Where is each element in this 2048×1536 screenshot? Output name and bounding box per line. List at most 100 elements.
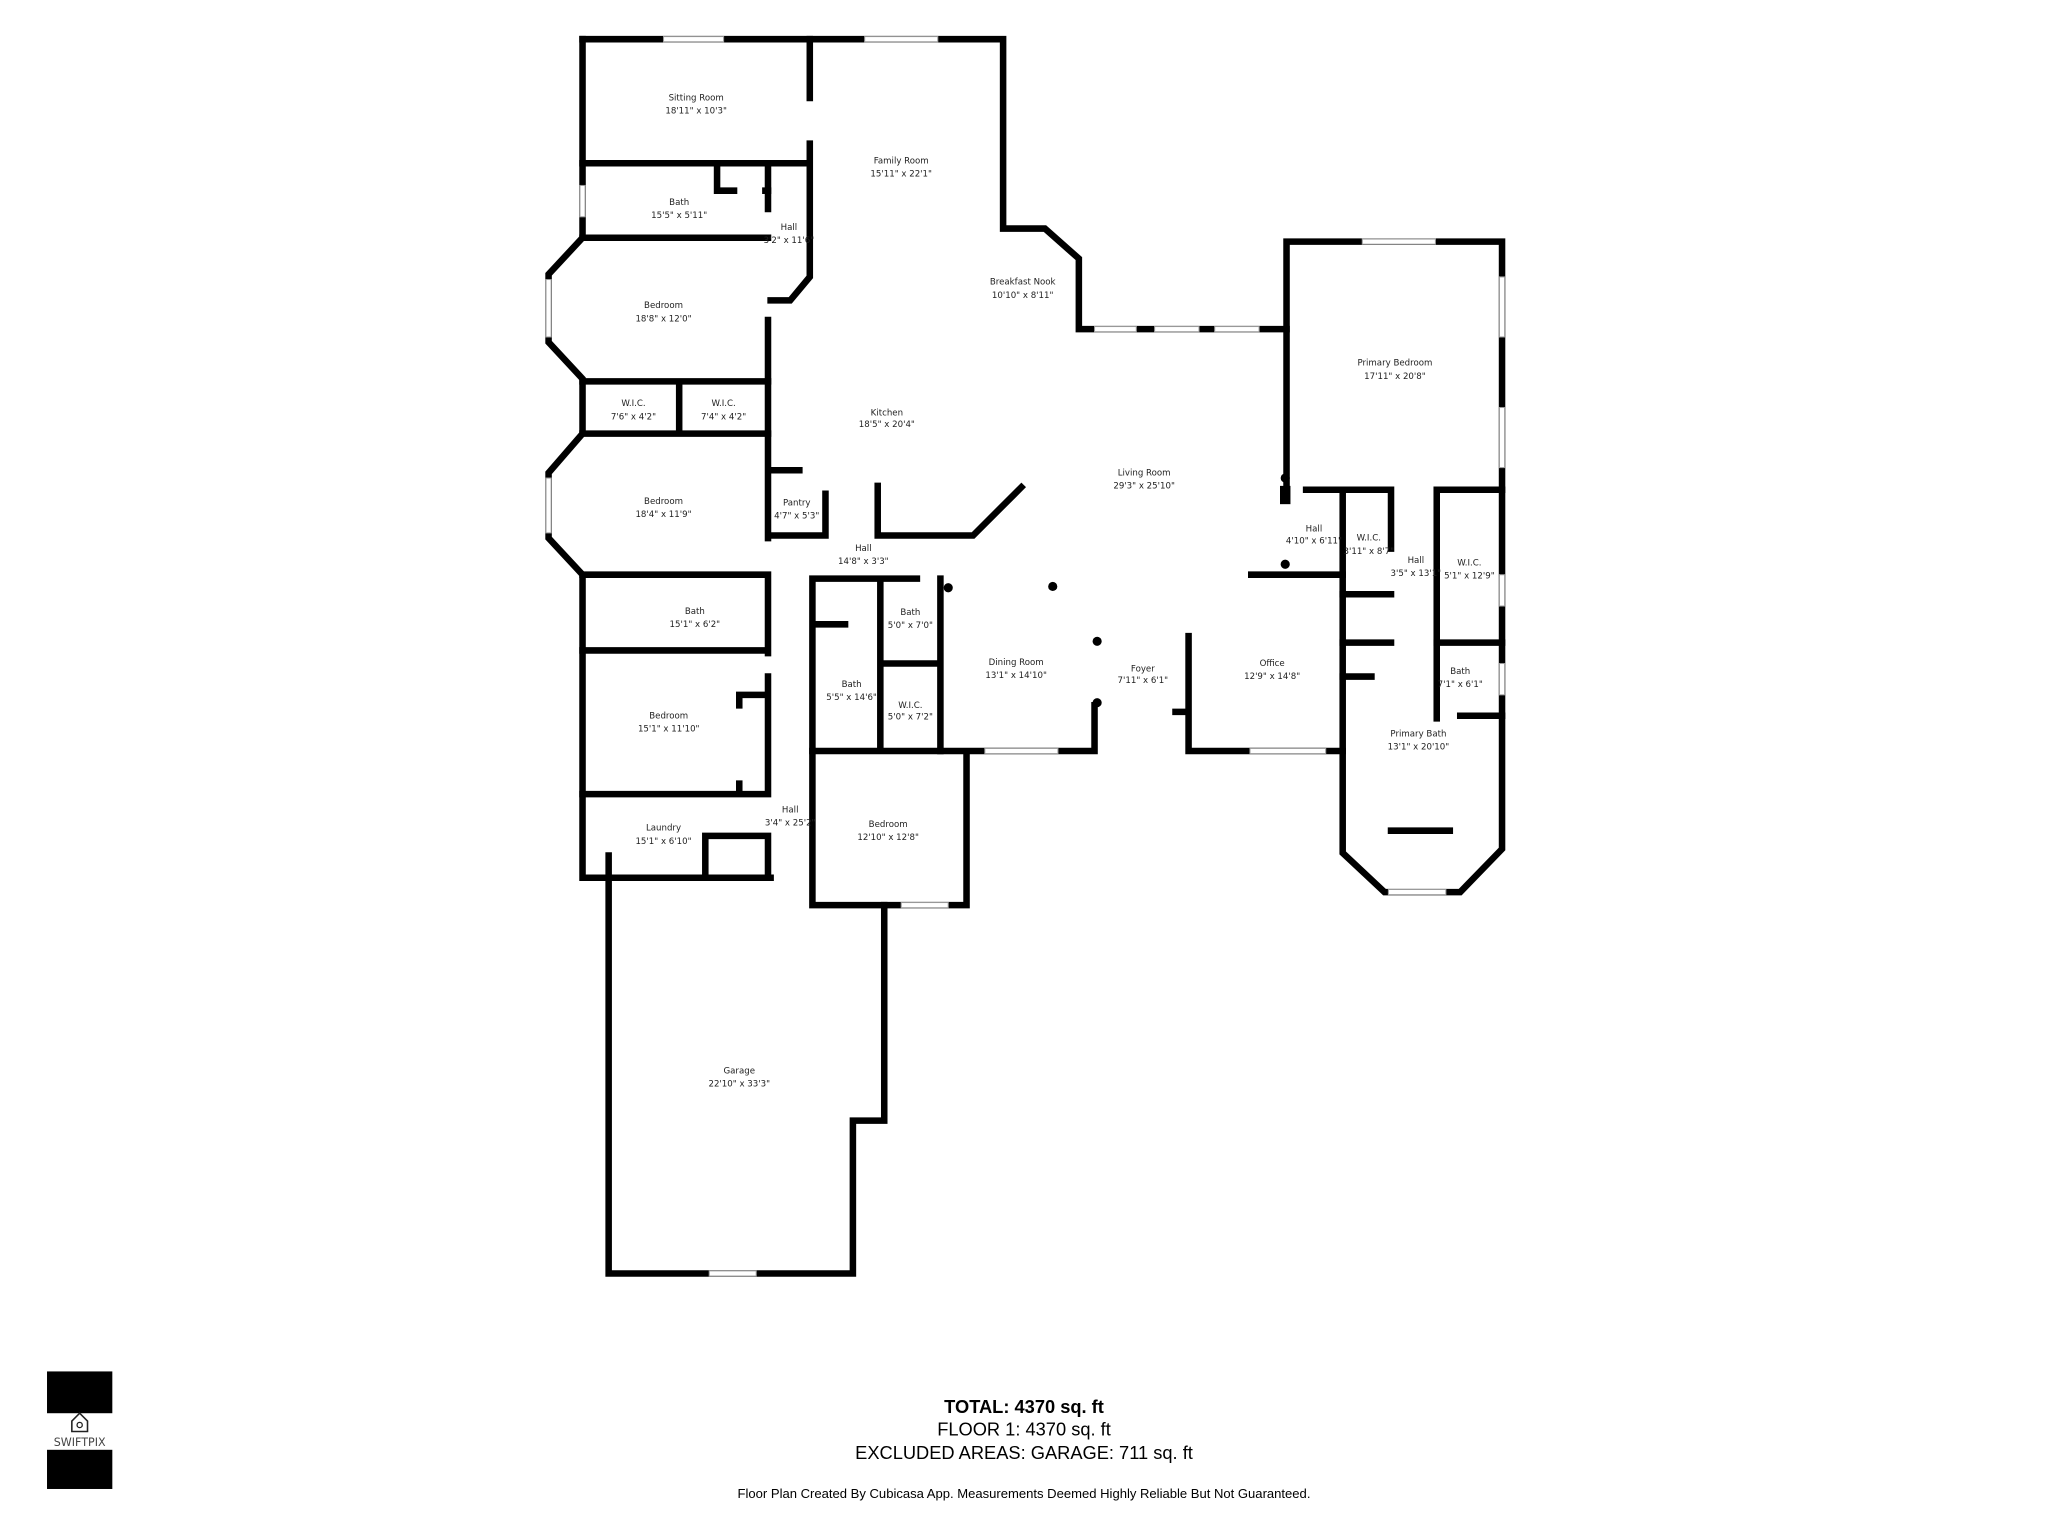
room-dining-room: Dining Room 13'1" x 14'10"	[985, 658, 1047, 681]
svg-text:3'4" x 25'2": 3'4" x 25'2"	[765, 818, 816, 828]
svg-text:4'7" x 5'3": 4'7" x 5'3"	[774, 512, 819, 522]
room-wic-5: W.I.C. 5'0" x 7'2"	[888, 701, 933, 723]
room-primary-bedroom: Primary Bedroom 17'11" x 20'8"	[1357, 359, 1432, 382]
svg-text:13'1" x 20'10": 13'1" x 20'10"	[1388, 743, 1450, 753]
svg-text:Hall: Hall	[781, 223, 798, 233]
svg-text:15'5" x 5'11": 15'5" x 5'11"	[651, 211, 707, 221]
svg-text:Bath: Bath	[669, 198, 689, 208]
columns	[943, 473, 1290, 708]
svg-text:Pantry: Pantry	[783, 498, 811, 508]
room-wic-1: W.I.C. 7'6" x 4'2"	[611, 399, 656, 422]
svg-text:17'11" x 20'8": 17'11" x 20'8"	[1364, 372, 1426, 382]
svg-text:W.I.C.: W.I.C.	[711, 399, 735, 409]
room-breakfast-nook: Breakfast Nook 10'10" x 8'11"	[990, 278, 1056, 301]
house-camera-icon	[71, 1412, 89, 1433]
svg-text:7'6" x 4'2": 7'6" x 4'2"	[611, 412, 656, 422]
svg-text:13'1" x 14'10": 13'1" x 14'10"	[985, 671, 1047, 681]
svg-text:15'1" x 11'10": 15'1" x 11'10"	[638, 724, 700, 734]
svg-text:Bath: Bath	[685, 607, 705, 617]
svg-text:18'5" x 20'4": 18'5" x 20'4"	[859, 420, 915, 430]
svg-text:W.I.C.: W.I.C.	[621, 399, 645, 409]
svg-text:7'11" x 6'1": 7'11" x 6'1"	[1118, 676, 1169, 686]
area-summary: TOTAL: 4370 sq. ft FLOOR 1: 4370 sq. ft …	[738, 1396, 1311, 1501]
room-labels: Sitting Room 18'11" x 10'3" Family Room 15…	[611, 94, 1495, 1090]
svg-text:7'1" x 6'1": 7'1" x 6'1"	[1438, 680, 1483, 690]
svg-text:3'5" x 13'1": 3'5" x 13'1"	[1391, 569, 1442, 579]
svg-text:22'10" x 33'3": 22'10" x 33'3"	[708, 1080, 770, 1090]
room-bath-4: Bath 5'5" x 14'6"	[826, 680, 877, 703]
svg-text:Laundry: Laundry	[646, 824, 681, 834]
excluded-area: EXCLUDED AREAS: GARAGE: 711 sq. ft	[855, 1442, 1193, 1463]
room-pantry: Pantry 4'7" x 5'3"	[774, 498, 819, 521]
svg-text:W.I.C.: W.I.C.	[1357, 534, 1381, 544]
room-hall-5: Hall 3'4" x 25'2"	[765, 805, 816, 828]
svg-text:Dining Room: Dining Room	[989, 658, 1044, 668]
svg-text:12'10" x 12'8": 12'10" x 12'8"	[857, 833, 919, 843]
floor-1-area: FLOOR 1: 4370 sq. ft	[937, 1418, 1111, 1439]
logo: SWIFTPIX	[47, 1371, 113, 1489]
svg-text:5'0" x 7'0": 5'0" x 7'0"	[888, 621, 933, 631]
walls	[545, 35, 1506, 1277]
svg-text:Bath: Bath	[1450, 667, 1470, 677]
room-family-room: Family Room 15'11" x 22'1"	[870, 156, 932, 179]
svg-text:Primary Bath: Primary Bath	[1390, 730, 1446, 740]
svg-text:5'1" x 12'9": 5'1" x 12'9"	[1444, 572, 1495, 582]
svg-text:Hall: Hall	[855, 544, 872, 554]
svg-text:3'11" x 8'7": 3'11" x 8'7"	[1344, 547, 1395, 557]
room-wic-2: W.I.C. 7'4" x 4'2"	[701, 399, 746, 422]
svg-text:Bedroom: Bedroom	[644, 301, 683, 311]
room-wic-4: W.I.C. 5'1" x 12'9"	[1444, 559, 1495, 582]
svg-text:Garage: Garage	[723, 1067, 755, 1077]
svg-text:Bath: Bath	[900, 608, 920, 618]
svg-text:18'4" x 11'9": 18'4" x 11'9"	[635, 510, 691, 520]
room-hall-1: Hall 3'2" x 11'6"	[764, 223, 815, 246]
room-bedroom-2: Bedroom 18'4" x 11'9"	[635, 497, 691, 520]
svg-text:Bedroom: Bedroom	[644, 497, 683, 507]
windows	[545, 36, 1506, 1277]
svg-text:Primary Bedroom: Primary Bedroom	[1357, 359, 1432, 369]
svg-text:Kitchen: Kitchen	[871, 408, 903, 418]
svg-text:15'1" x 6'2": 15'1" x 6'2"	[670, 620, 721, 630]
svg-text:18'8" x 12'0": 18'8" x 12'0"	[635, 314, 691, 324]
svg-text:3'2" x 11'6": 3'2" x 11'6"	[764, 236, 815, 246]
room-sitting-room: Sitting Room 18'11" x 10'3"	[665, 94, 727, 117]
svg-text:12'9" x 14'8": 12'9" x 14'8"	[1244, 672, 1300, 682]
svg-text:Hall: Hall	[1306, 525, 1323, 535]
room-bedroom-4: Bedroom 12'10" x 12'8"	[857, 820, 919, 843]
svg-text:7'4" x 4'2": 7'4" x 4'2"	[701, 412, 746, 422]
svg-text:5'5" x 14'6": 5'5" x 14'6"	[826, 693, 877, 703]
svg-text:15'1" x 6'10": 15'1" x 6'10"	[635, 837, 691, 847]
svg-text:Sitting Room: Sitting Room	[669, 94, 724, 104]
room-bath-1: Bath 15'5" x 5'11"	[651, 198, 707, 221]
room-kitchen: Kitchen 18'5" x 20'4"	[859, 408, 915, 430]
svg-text:18'11" x 10'3": 18'11" x 10'3"	[665, 107, 727, 117]
svg-text:Bath: Bath	[842, 680, 862, 690]
svg-text:Bedroom: Bedroom	[649, 711, 688, 721]
svg-text:Bedroom: Bedroom	[869, 820, 908, 830]
room-wic-3: W.I.C. 3'11" x 8'7"	[1344, 534, 1395, 557]
svg-text:5'0" x 7'2": 5'0" x 7'2"	[888, 713, 933, 723]
room-bath-2: Bath 15'1" x 6'2"	[670, 607, 721, 630]
room-primary-bath: Primary Bath 13'1" x 20'10"	[1388, 730, 1450, 753]
disclaimer: Floor Plan Created By Cubicasa App. Meas…	[738, 1486, 1311, 1501]
svg-text:4'10" x 6'11": 4'10" x 6'11"	[1286, 536, 1342, 546]
svg-text:W.I.C.: W.I.C.	[898, 701, 922, 711]
svg-text:W.I.C.: W.I.C.	[1457, 559, 1481, 569]
svg-text:Hall: Hall	[1408, 556, 1425, 566]
total-area: TOTAL: 4370 sq. ft	[944, 1396, 1104, 1417]
room-bath-3: Bath 5'0" x 7'0"	[888, 608, 933, 631]
room-bedroom-1: Bedroom 18'8" x 12'0"	[635, 301, 691, 324]
svg-text:15'11" x 22'1": 15'11" x 22'1"	[870, 169, 932, 179]
svg-text:Family Room: Family Room	[874, 156, 929, 166]
svg-text:Hall: Hall	[782, 805, 799, 815]
svg-text:Breakfast Nook: Breakfast Nook	[990, 278, 1056, 288]
room-bedroom-3: Bedroom 15'1" x 11'10"	[638, 711, 700, 734]
svg-text:10'10" x 8'11": 10'10" x 8'11"	[992, 291, 1054, 301]
svg-text:29'3" x 25'10": 29'3" x 25'10"	[1113, 481, 1175, 491]
